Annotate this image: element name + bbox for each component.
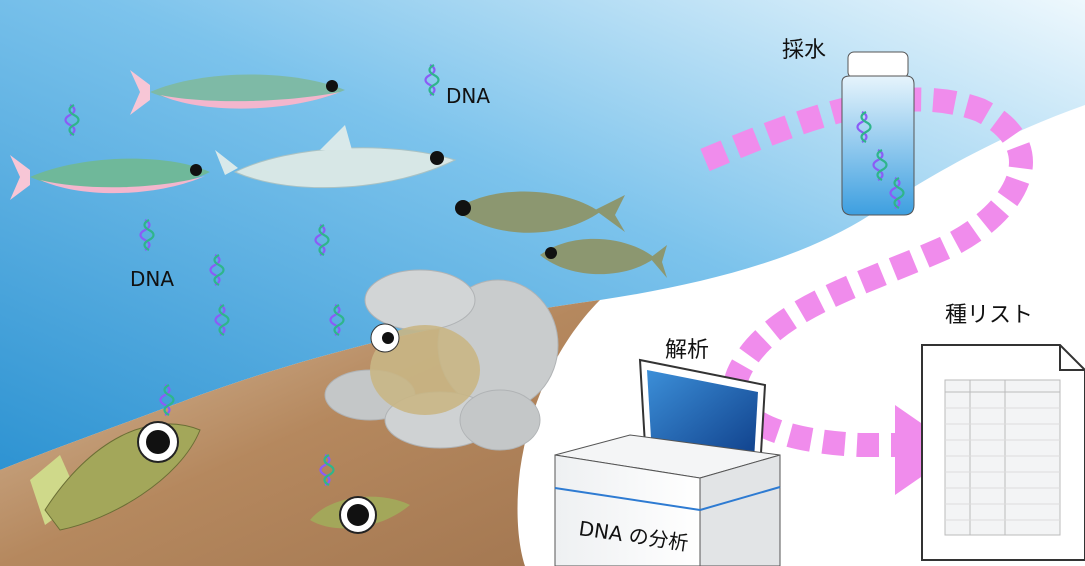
document-icon — [922, 345, 1085, 560]
dna-label-top: DNA — [446, 84, 490, 108]
water-sampling-label: 採水 — [782, 38, 826, 63]
analysis-label: 解析 — [665, 338, 709, 363]
species-list-label: 種リスト — [945, 303, 1033, 328]
dna-label-left: DNA — [130, 267, 174, 291]
sample-bottle-icon — [842, 52, 914, 215]
